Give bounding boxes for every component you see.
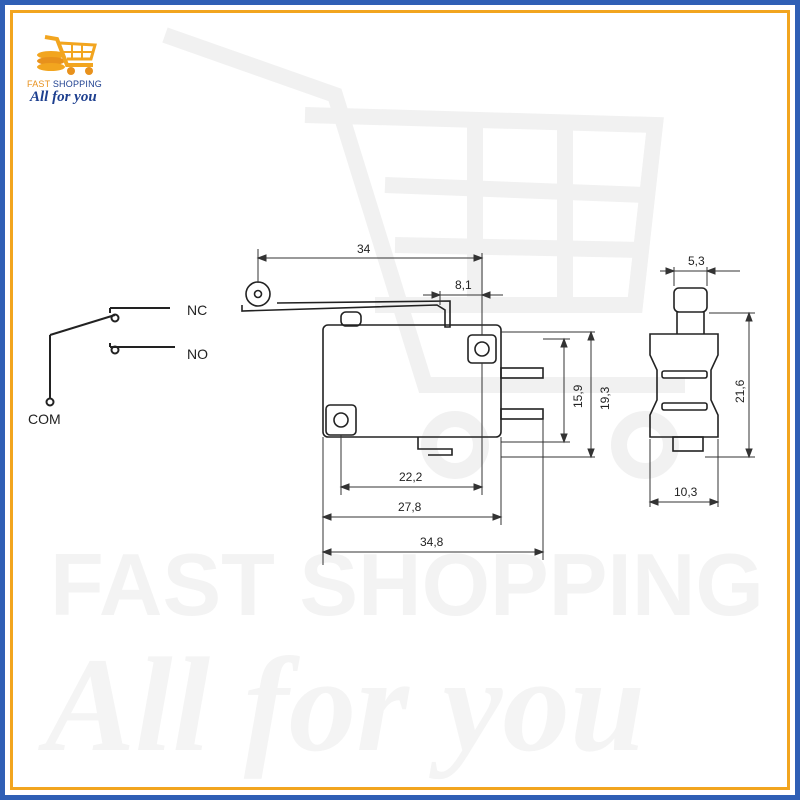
mount-hole-bottom	[333, 412, 349, 428]
dim-lever-length: 34	[357, 242, 371, 256]
mount-hole-top	[474, 341, 490, 357]
nc-label: NC	[187, 302, 207, 318]
drawing-canvas: FAST SHOPPING All for you NC NO COM	[28, 27, 764, 780]
dim-side-top-width: 5,3	[688, 254, 705, 268]
com-terminal	[45, 397, 55, 407]
switch-body	[322, 324, 502, 438]
brand-logo: FAST SHOPPING All for you	[27, 25, 127, 110]
lever-roller	[245, 281, 271, 307]
side-body	[649, 333, 719, 438]
dim-mount-hole-span: 22,2	[399, 470, 423, 484]
watermark: FAST SHOPPING All for you	[38, 27, 764, 780]
side-plunger	[673, 287, 708, 313]
switch-schematic	[45, 307, 175, 407]
terminal-1	[500, 367, 544, 379]
terminal-3	[417, 437, 453, 456]
dimension-lines-front	[256, 249, 595, 565]
dim-body-height: 19,3	[598, 386, 612, 410]
side-terminal	[672, 436, 704, 452]
terminal-2	[500, 408, 544, 420]
dimension-lines-side	[648, 267, 755, 507]
com-label: COM	[28, 411, 61, 427]
watermark-cart-icon	[162, 27, 685, 479]
dim-body-width: 27,8	[398, 500, 422, 514]
brand-name-part2: SHOPPING	[52, 79, 102, 89]
watermark-line2: All for you	[38, 631, 645, 780]
brand-tagline: All for you	[30, 89, 97, 105]
dim-lever-offset: 8,1	[455, 278, 472, 292]
dim-side-height: 21,6	[733, 379, 747, 403]
dim-terminal-spacing: 15,9	[571, 384, 585, 408]
nc-terminal	[110, 313, 120, 323]
switch-front-view	[241, 281, 544, 456]
shopping-cart-icon	[37, 35, 97, 75]
inner-border	[10, 10, 790, 790]
watermark-line1: FAST SHOPPING	[50, 535, 764, 634]
lever-arm	[241, 300, 451, 328]
no-label: NO	[187, 346, 208, 362]
brand-name-part1: FAST	[27, 79, 51, 89]
dim-overall-width: 34,8	[420, 535, 444, 549]
actuator-plunger	[340, 311, 362, 327]
dim-side-width: 10,3	[674, 485, 698, 499]
switch-side-view	[649, 287, 719, 452]
brand-name: FAST SHOPPING	[27, 79, 127, 89]
